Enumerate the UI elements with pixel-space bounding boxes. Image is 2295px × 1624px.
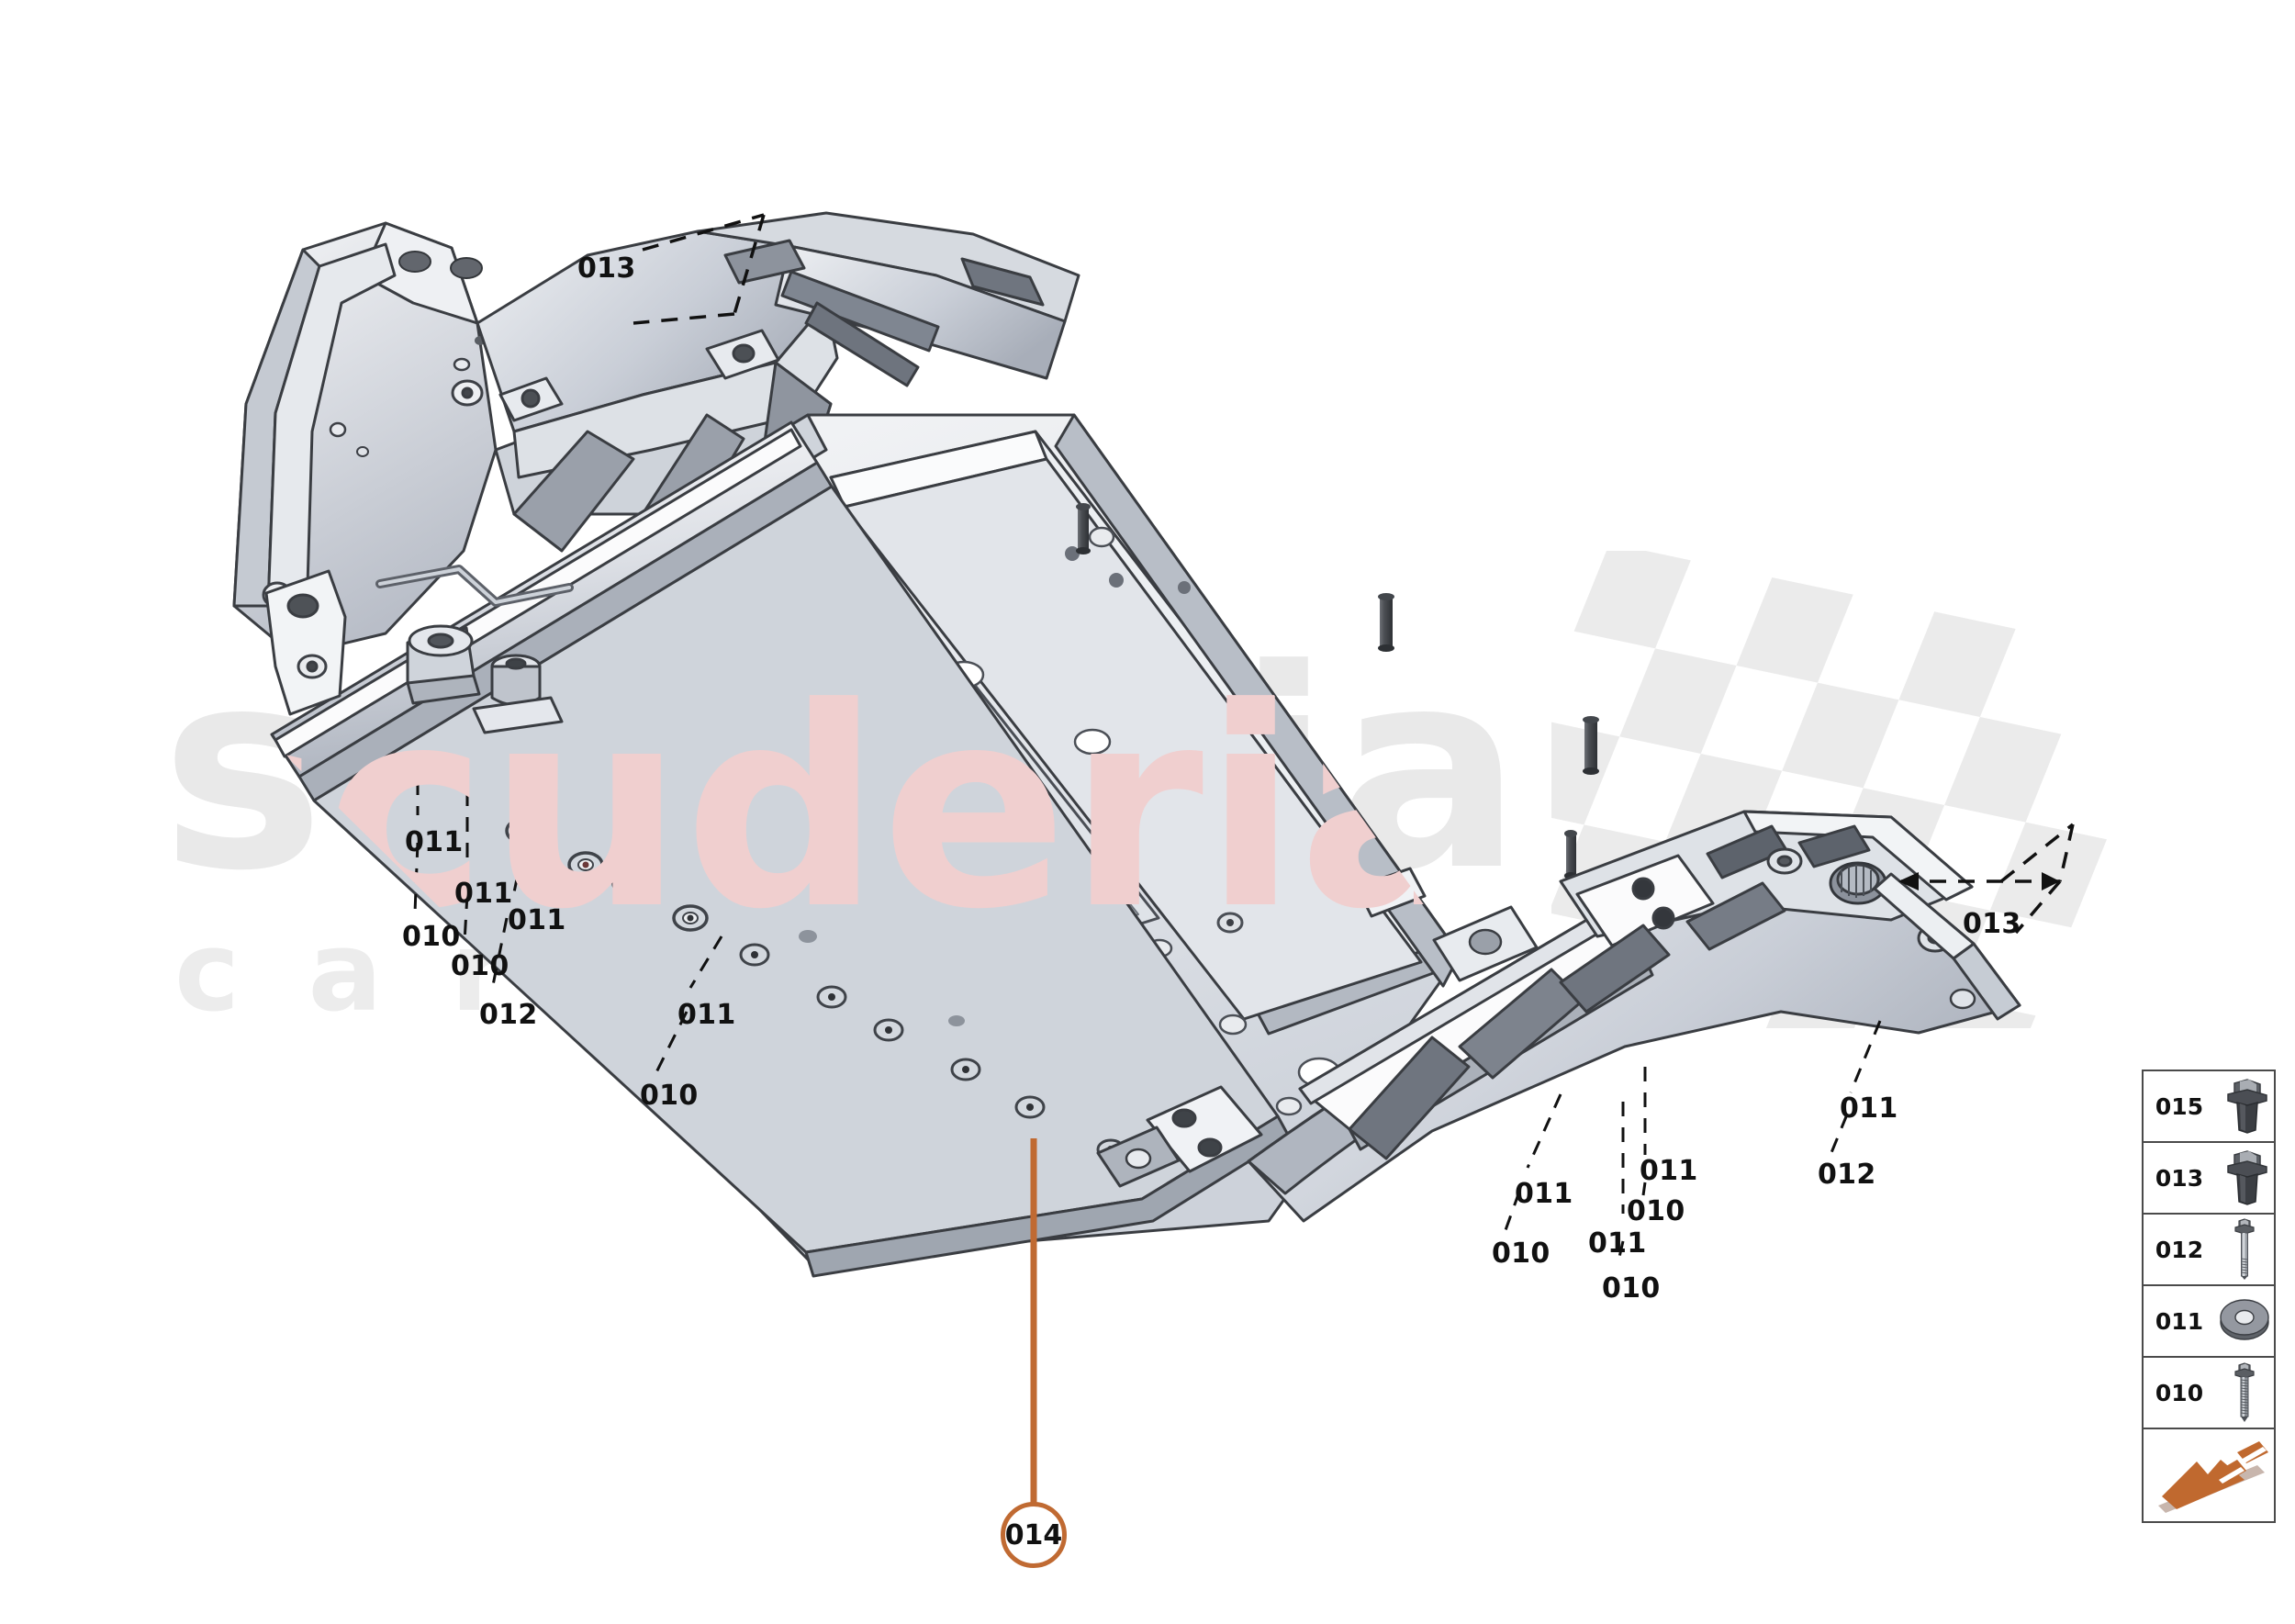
callout-011-b: 011 [454, 878, 513, 910]
callout-bubble-014-label: 014 [1004, 1518, 1063, 1551]
callout-010-a: 010 [402, 921, 461, 953]
washer-icon [2215, 1286, 2274, 1356]
callout-011-f: 011 [1588, 1227, 1647, 1260]
callout-010-c: 010 [640, 1080, 699, 1112]
legend-number-010: 010 [2155, 1379, 2204, 1406]
callout-013-left: 013 [577, 252, 636, 285]
legend-row-011[interactable]: 011 [2144, 1286, 2274, 1358]
legend-row-015[interactable]: 015 [2144, 1071, 2274, 1143]
legend-number-015: 015 [2155, 1092, 2204, 1120]
legend-row-logo [2144, 1429, 2274, 1521]
callout-010-b: 010 [451, 950, 509, 982]
callout-011-a: 011 [405, 826, 464, 858]
callout-bubble-014[interactable]: 014 [1001, 1502, 1067, 1568]
callout-011-h: 011 [1840, 1092, 1898, 1125]
scuderia-logo-icon [2144, 1429, 2274, 1521]
hex-bolt-threaded-icon [2215, 1358, 2274, 1428]
hex-bolt-long-icon [2215, 1215, 2274, 1284]
legend-row-012[interactable]: 012 [2144, 1215, 2274, 1286]
callout-011-g: 011 [1640, 1155, 1698, 1187]
callout-012-b: 012 [1818, 1159, 1876, 1191]
legend-number-013: 013 [2155, 1164, 2204, 1192]
flange-bolt-short-icon [2215, 1071, 2274, 1141]
callout-010-d: 010 [1492, 1238, 1551, 1270]
callout-011-d: 011 [677, 999, 736, 1031]
fastener-legend: 015 013 [2142, 1070, 2276, 1523]
legend-number-012: 012 [2155, 1236, 2204, 1263]
callout-010-e: 010 [1627, 1195, 1685, 1227]
callout-012-a: 012 [479, 999, 538, 1031]
flange-bolt-short-icon [2215, 1143, 2274, 1213]
callout-013-right: 013 [1963, 908, 2021, 940]
callout-010-f: 010 [1602, 1272, 1661, 1305]
legend-row-013[interactable]: 013 [2144, 1143, 2274, 1215]
legend-number-011: 011 [2155, 1307, 2204, 1335]
legend-row-010[interactable]: 010 [2144, 1358, 2274, 1429]
callout-011-c: 011 [508, 904, 566, 936]
callout-011-e: 011 [1515, 1178, 1573, 1210]
